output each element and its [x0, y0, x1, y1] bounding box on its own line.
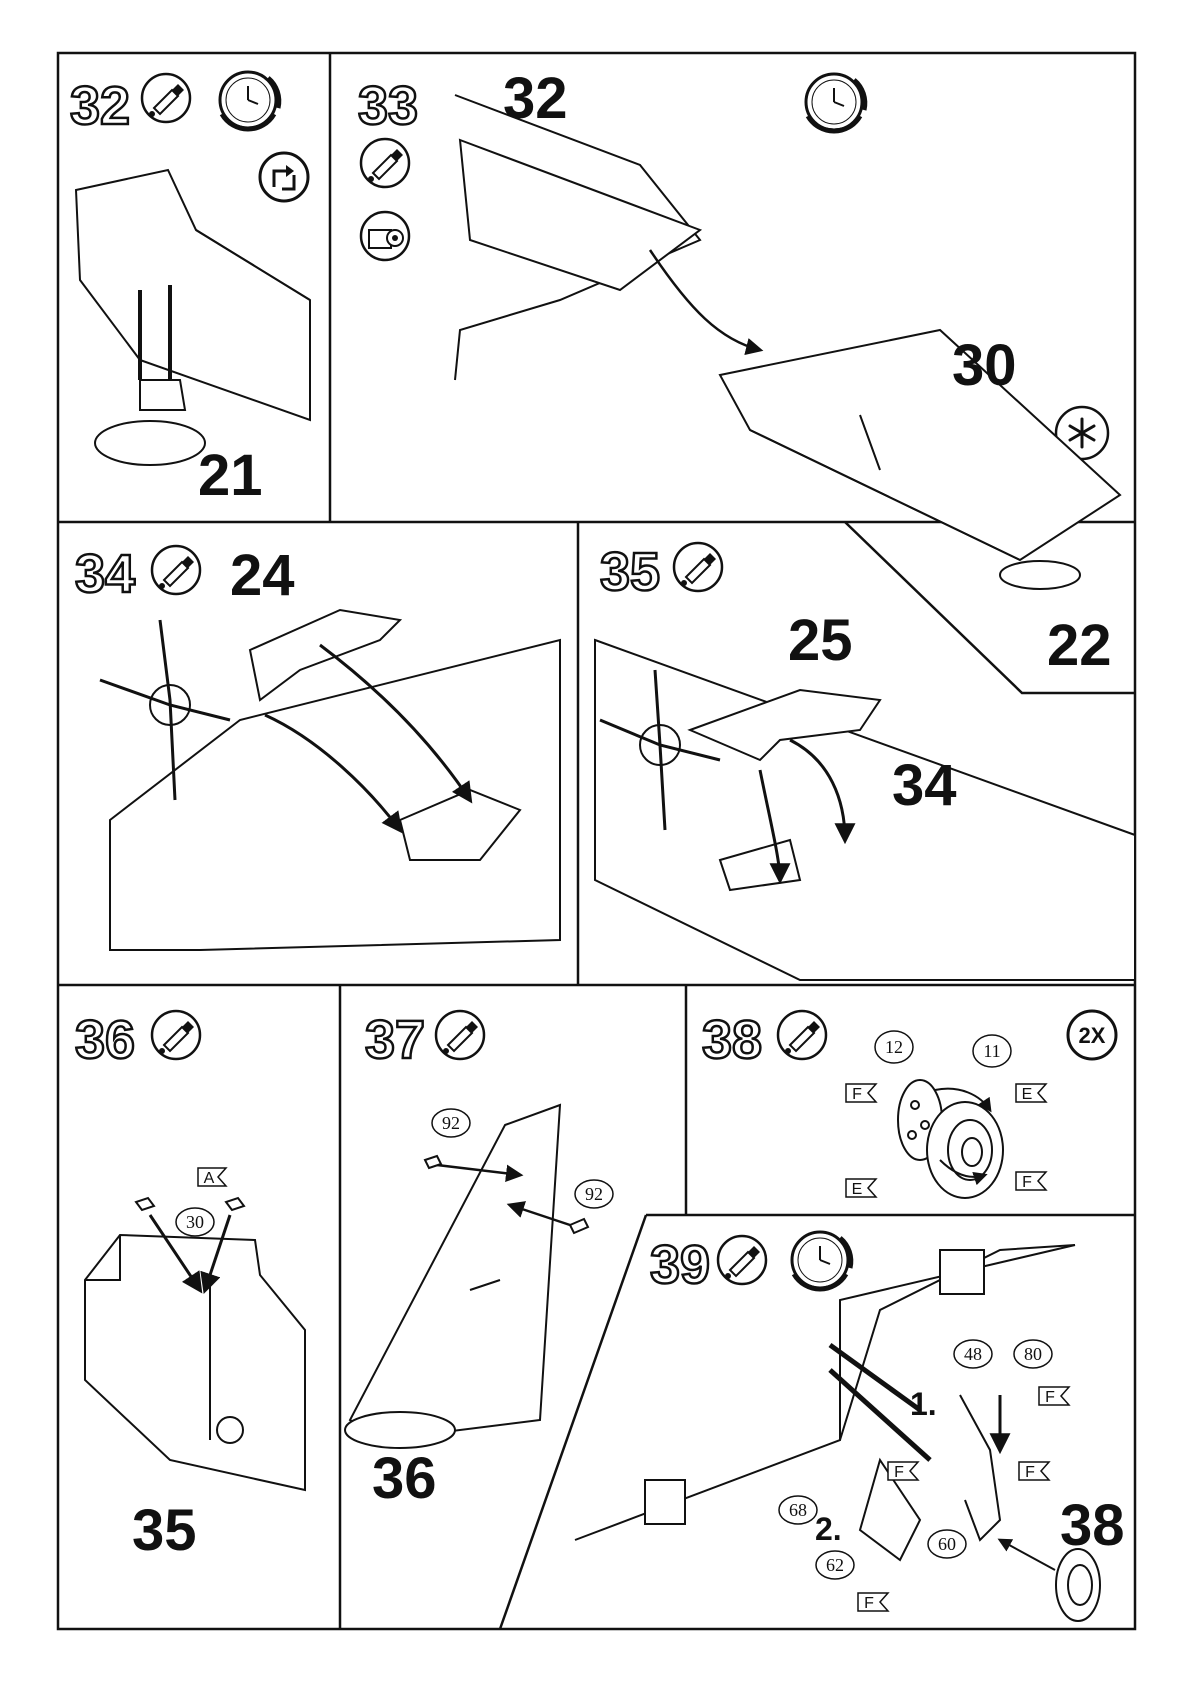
step-number-32: 32 — [70, 76, 130, 136]
sequence-label-1: 1. — [910, 1386, 937, 1422]
callout-11: 11 — [973, 1035, 1011, 1067]
part-label-21: 21 — [198, 443, 263, 508]
svg-text:F: F — [1022, 1174, 1032, 1191]
step-36-drawing — [85, 1198, 305, 1490]
glue-tube-icon — [361, 139, 409, 187]
part-label-30: 30 — [952, 333, 1017, 398]
paint-tag-f: F — [1016, 1172, 1046, 1191]
svg-text:E: E — [1022, 1086, 1033, 1103]
part-label-38: 38 — [1060, 1493, 1125, 1558]
step-35-drawing — [595, 640, 1135, 980]
clock-icon — [220, 72, 279, 129]
step-38-drawing — [898, 1080, 1003, 1198]
step-number-38: 38 — [702, 1010, 762, 1070]
paint-tag-f: F — [1039, 1387, 1069, 1406]
paint-tag-f: F — [846, 1084, 876, 1103]
paint-tag-e: E — [1016, 1084, 1046, 1103]
step-34-drawing — [100, 610, 560, 950]
svg-text:F: F — [852, 1086, 862, 1103]
svg-text:60: 60 — [938, 1534, 956, 1554]
svg-text:E: E — [852, 1181, 863, 1198]
clock-icon — [792, 1232, 851, 1289]
part-label-22: 22 — [1047, 613, 1112, 678]
part-label-32: 32 — [503, 66, 568, 131]
callout-68: 68 — [779, 1496, 817, 1524]
step-number-34: 34 — [75, 544, 135, 604]
glue-tube-icon — [152, 546, 200, 594]
part-label-34: 34 — [892, 753, 957, 818]
svg-text:2X: 2X — [1079, 1023, 1106, 1048]
step-number-37: 37 — [365, 1010, 425, 1070]
paint-tag-f: F — [858, 1593, 888, 1612]
callout-80: 80 — [1014, 1340, 1052, 1368]
clock-icon — [806, 74, 865, 131]
step-number-33: 33 — [358, 76, 418, 136]
part-label-36: 36 — [372, 1446, 437, 1511]
step-number-36: 36 — [75, 1010, 135, 1070]
callout-12: 12 — [875, 1031, 913, 1063]
svg-text:F: F — [1025, 1464, 1035, 1481]
turn-over-icon — [260, 153, 308, 201]
callout-62: 62 — [816, 1551, 854, 1579]
step-32-drawing — [76, 170, 310, 465]
tape-icon — [361, 212, 409, 260]
glue-tube-icon — [152, 1011, 200, 1059]
callout-92-left: 92 — [432, 1109, 470, 1137]
glue-tube-icon — [778, 1011, 826, 1059]
glue-tube-icon — [718, 1236, 766, 1284]
svg-text:92: 92 — [585, 1184, 603, 1204]
paint-tag-a: A — [198, 1168, 226, 1187]
step-33-drawing — [455, 95, 1120, 589]
callout-60: 60 — [928, 1530, 966, 1558]
svg-text:F: F — [894, 1464, 904, 1481]
svg-text:A: A — [204, 1170, 215, 1187]
quantity-badge: 2X — [1068, 1011, 1116, 1059]
glue-tube-icon — [436, 1011, 484, 1059]
svg-text:48: 48 — [964, 1344, 982, 1364]
paint-tag-f: F — [888, 1462, 918, 1481]
sequence-label-2: 2. — [815, 1511, 842, 1547]
paint-tag-e: E — [846, 1179, 876, 1198]
part-label-35: 35 — [132, 1498, 197, 1563]
svg-text:68: 68 — [789, 1500, 807, 1520]
svg-text:11: 11 — [983, 1041, 1000, 1061]
svg-text:80: 80 — [1024, 1344, 1042, 1364]
step-number-35: 35 — [600, 542, 660, 602]
svg-text:62: 62 — [826, 1555, 844, 1575]
part-label-24: 24 — [230, 543, 295, 608]
paint-tag-f: F — [1019, 1462, 1049, 1481]
glue-tube-icon — [674, 543, 722, 591]
svg-text:92: 92 — [442, 1113, 460, 1133]
callout-92-right: 92 — [575, 1180, 613, 1208]
svg-text:F: F — [864, 1595, 874, 1612]
step-number-39: 39 — [650, 1235, 710, 1295]
callout-30: 30 — [176, 1208, 214, 1236]
step-37-drawing — [345, 1105, 588, 1448]
part-label-25: 25 — [788, 608, 853, 673]
glue-tube-icon — [142, 74, 190, 122]
svg-text:F: F — [1045, 1389, 1055, 1406]
callout-48: 48 — [954, 1340, 992, 1368]
svg-text:30: 30 — [186, 1212, 204, 1232]
svg-text:12: 12 — [885, 1037, 903, 1057]
